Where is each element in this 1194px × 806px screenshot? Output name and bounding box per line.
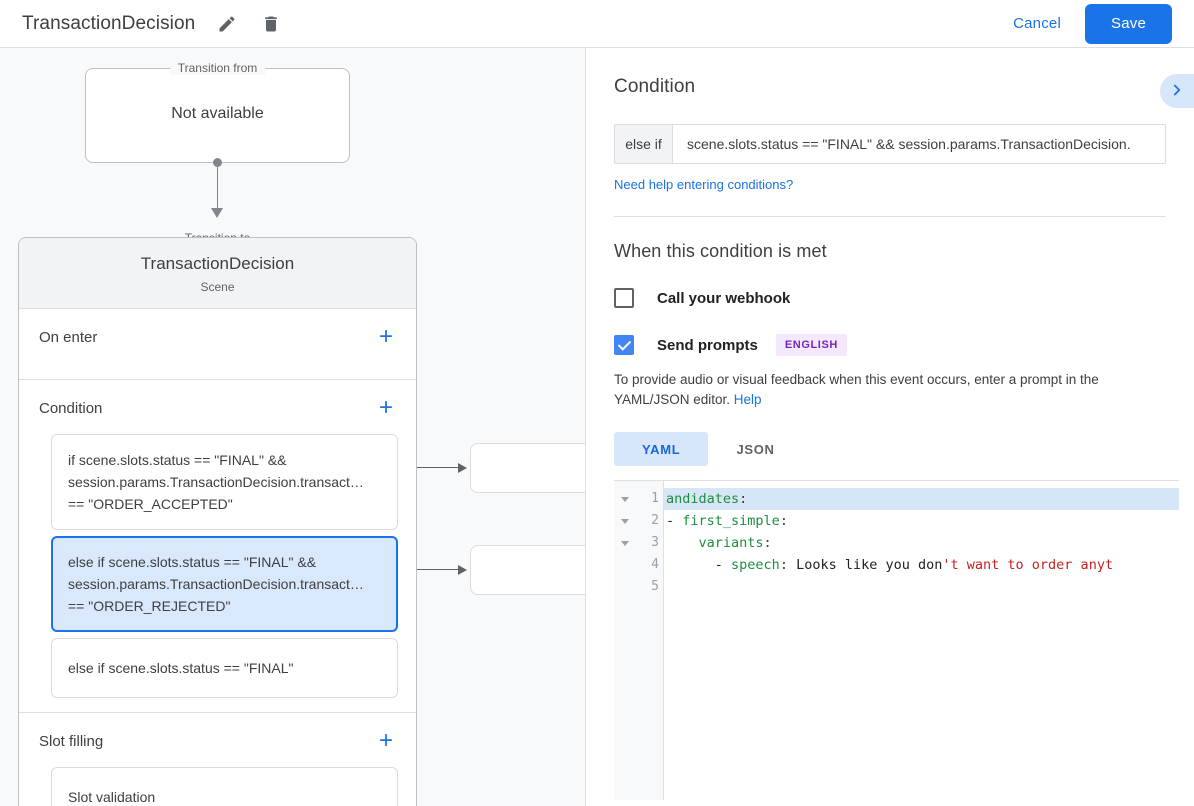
condition-help-link[interactable]: Need help entering conditions? (614, 177, 794, 192)
trash-icon (261, 14, 281, 34)
section-condition-title: Condition (39, 399, 103, 417)
condition-expression-input[interactable] (673, 125, 1165, 163)
edit-name-button[interactable] (213, 10, 241, 38)
send-prompts-row: Send prompts ENGLISH (614, 334, 1166, 356)
condition-header-area: Condition else if Need help entering con… (586, 48, 1194, 217)
prompts-helper-text-body: To provide audio or visual feedback when… (614, 372, 1099, 407)
connector-line-rejected (400, 569, 460, 570)
editor-line-number: 4 (651, 557, 659, 572)
editor-line-number: 5 (651, 579, 659, 594)
code-token (666, 535, 699, 551)
editor-line-number: 3 (651, 535, 659, 550)
connector-arrow-rejected (458, 565, 467, 575)
webhook-row: Call your webhook (614, 288, 1166, 308)
connector-arrow-accepted (458, 463, 467, 473)
code-token: - (666, 557, 732, 573)
transition-from-box[interactable]: Transition from Not available (85, 61, 350, 163)
target-box-rejected[interactable] (470, 545, 585, 595)
code-token: Looks like you don (787, 557, 943, 573)
editor-format-tabs: YAML JSON (614, 432, 1166, 466)
section-slot-filling-title: Slot filling (39, 732, 104, 750)
condition-item[interactable]: else if scene.slots.status == "FINAL" (51, 638, 398, 698)
add-condition-button[interactable]: + (374, 396, 398, 420)
top-app-bar: TransactionDecision Cancel Save (0, 0, 1194, 48)
connector-line-vertical (217, 162, 218, 214)
delete-button[interactable] (257, 10, 285, 38)
editor-fold-gutter (614, 481, 636, 800)
code-token: - (666, 513, 683, 529)
editor-code-line[interactable] (664, 576, 1179, 598)
section-slot-filling: Slot filling + Slot validation (19, 713, 416, 806)
section-condition-head: Condition + (19, 380, 416, 428)
code-token: speech (731, 557, 780, 573)
section-condition: Condition + if scene.slots.status == "FI… (19, 380, 416, 713)
call-webhook-label: Call your webhook (657, 289, 791, 307)
condition-actions-area: When this condition is met Call your web… (586, 217, 1194, 800)
fold-toggle-icon[interactable] (614, 532, 636, 554)
condition-panel-title: Condition (614, 76, 696, 97)
pencil-icon (217, 14, 237, 34)
scene-card-header[interactable]: TransactionDecision Scene (19, 238, 416, 309)
condition-input-row: else if (614, 124, 1166, 164)
chevron-right-icon (1168, 81, 1186, 102)
tab-json[interactable]: JSON (708, 432, 802, 466)
collapse-panel-button[interactable] (1160, 74, 1194, 108)
section-on-enter-title: On enter (39, 328, 98, 346)
fold-toggle-icon[interactable] (614, 510, 636, 532)
section-on-enter-head: On enter + (19, 309, 416, 365)
code-token: variants (698, 535, 764, 551)
target-box-accepted[interactable] (470, 443, 585, 493)
add-on-enter-button[interactable]: + (374, 325, 398, 349)
editor-code-line[interactable]: - speech: Looks like you don't want to o… (664, 554, 1179, 576)
section-on-enter: On enter + (19, 309, 416, 380)
code-token: : (763, 535, 772, 551)
slot-validation-item[interactable]: Slot validation (51, 767, 398, 806)
editor-code-line[interactable]: - first_simple: (664, 510, 1179, 532)
flow-canvas[interactable]: Transition from Not available Transition… (0, 48, 585, 806)
save-button[interactable]: Save (1085, 3, 1172, 44)
prompts-help-link[interactable]: Help (733, 392, 762, 407)
fold-toggle-icon[interactable] (614, 488, 636, 510)
when-condition-met-title: When this condition is met (614, 241, 827, 261)
condition-prefix-label: else if (615, 125, 673, 163)
editor-line-number: 1 (651, 491, 659, 506)
editor-line-number: 2 (651, 513, 659, 528)
transition-from-value: Not available (171, 105, 264, 122)
add-slot-filling-button[interactable]: + (374, 729, 398, 753)
connector-arrow-down (211, 208, 223, 218)
fold-spacer (614, 576, 636, 598)
tab-yaml[interactable]: YAML (614, 432, 709, 466)
panel-divider (614, 216, 1166, 217)
code-token: andidates (666, 491, 740, 507)
fold-spacer (614, 554, 636, 576)
code-token: : (779, 513, 788, 529)
editor-code-line[interactable]: variants: (664, 532, 1179, 554)
editor-line-numbers: 1 2 3 4 5 (636, 481, 664, 800)
editor-code-line[interactable]: andidates: (664, 488, 1179, 510)
prompts-helper-text: To provide audio or visual feedback when… (614, 370, 1166, 410)
transition-to-card: TransactionDecision Scene On enter + Con… (18, 237, 417, 806)
code-token: : (739, 491, 748, 507)
language-badge: ENGLISH (775, 334, 847, 356)
flow-canvas-inner: Transition from Not available Transition… (0, 48, 585, 806)
condition-item-selected[interactable]: else if scene.slots.status == "FINAL" &&… (51, 536, 398, 632)
condition-item[interactable]: if scene.slots.status == "FINAL" && sess… (51, 434, 398, 530)
scene-title: TransactionDecision (140, 254, 295, 273)
code-token: 't want to order anyt (942, 557, 1114, 573)
condition-details-panel: Condition else if Need help entering con… (585, 48, 1194, 806)
call-webhook-checkbox[interactable] (614, 288, 634, 308)
cancel-button[interactable]: Cancel (1003, 6, 1071, 41)
editor-code-area[interactable]: andidates:- first_simple: variants: - sp… (664, 481, 1179, 800)
transition-from-legend: Transition from (169, 61, 266, 75)
code-token: : (779, 557, 788, 573)
page-title: TransactionDecision (22, 12, 196, 34)
scene-subtitle: Scene (200, 280, 235, 294)
send-prompts-checkbox[interactable] (614, 335, 634, 355)
section-slot-filling-head: Slot filling + (19, 713, 416, 761)
send-prompts-label: Send prompts (657, 336, 758, 354)
code-token: first_simple (682, 513, 780, 529)
connector-line-accepted (400, 467, 460, 468)
